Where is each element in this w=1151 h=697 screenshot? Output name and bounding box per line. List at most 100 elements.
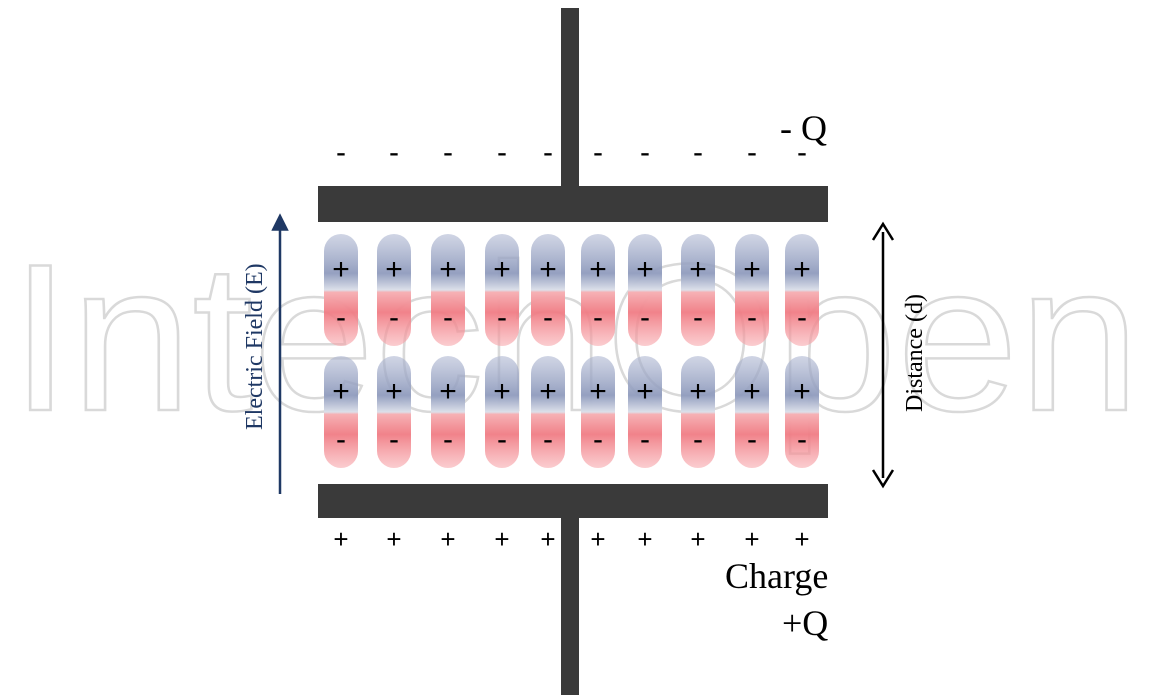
top-plate-charge-sign: - (543, 136, 553, 169)
top-plate-charge-sign: - (747, 136, 757, 169)
dipole-body (735, 234, 769, 346)
dipole: +- (581, 356, 615, 468)
dipole-body (628, 356, 662, 468)
dipole-plus-sign: + (793, 253, 811, 286)
bottom-plate-charge-sign: + (794, 524, 809, 554)
dipole-plus-sign: + (332, 253, 350, 286)
dipole-plus-sign: + (793, 375, 811, 408)
top-plate-charges: ---------- (336, 136, 807, 169)
dipole: +- (485, 356, 519, 468)
dipole-minus-sign: - (693, 301, 703, 334)
dipole-body (324, 356, 358, 468)
dipole: +- (377, 234, 411, 346)
dipole-plus-sign: + (493, 253, 511, 286)
dipole-minus-sign: - (747, 423, 757, 456)
bottom-plate-charge-sign: + (386, 524, 401, 554)
dipole-body (681, 234, 715, 346)
dipole: +- (377, 356, 411, 468)
distance-label: Distance (d) (902, 294, 928, 412)
dipole-minus-sign: - (336, 423, 346, 456)
dipole-body (681, 356, 715, 468)
dipole-plus-sign: + (385, 253, 403, 286)
dipole-plus-sign: + (539, 375, 557, 408)
dipole-body (324, 234, 358, 346)
dipole-body (735, 356, 769, 468)
bottom-charge-label-line2: +Q (782, 603, 828, 643)
dipole-minus-sign: - (593, 423, 603, 456)
dipole-plus-sign: + (636, 375, 654, 408)
dipole: +- (735, 234, 769, 346)
bottom-plate-charge-sign: + (590, 524, 605, 554)
dipole-body (431, 234, 465, 346)
bottom-plate-charge-sign: + (690, 524, 705, 554)
dipole-plus-sign: + (589, 375, 607, 408)
dipole-minus-sign: - (797, 301, 807, 334)
dipole-plus-sign: + (332, 375, 350, 408)
bottom-charge-label-line1: Charge (725, 556, 828, 596)
top-plate-charge-sign: - (640, 136, 650, 169)
dipole-minus-sign: - (593, 301, 603, 334)
dipole-plus-sign: + (636, 253, 654, 286)
dipole: +- (324, 234, 358, 346)
dipole-plus-sign: + (493, 375, 511, 408)
dipole-minus-sign: - (797, 423, 807, 456)
top-plate-charge-sign: - (593, 136, 603, 169)
top-plate-charge-sign: - (443, 136, 453, 169)
distance-arrow-top-head (871, 221, 895, 241)
dipole-minus-sign: - (543, 423, 553, 456)
dipole: +- (531, 234, 565, 346)
dipole-plus-sign: + (743, 375, 761, 408)
dipole-minus-sign: - (497, 423, 507, 456)
dipole-plus-sign: + (385, 375, 403, 408)
dipole-body (431, 356, 465, 468)
dipole-plus-sign: + (689, 253, 707, 286)
dipole-minus-sign: - (640, 423, 650, 456)
dipole: +- (531, 356, 565, 468)
dipole-body (531, 234, 565, 346)
dipole-body (581, 234, 615, 346)
dipole: +- (431, 234, 465, 346)
electric-field-label: Electric Field (E) (242, 263, 268, 430)
dipole: +- (485, 234, 519, 346)
dipole-body (785, 356, 819, 468)
dipole-plus-sign: + (539, 253, 557, 286)
dipole: +- (681, 356, 715, 468)
dipole-body (531, 356, 565, 468)
dipole-minus-sign: - (443, 301, 453, 334)
bottom-plate-charge-sign: + (744, 524, 759, 554)
bottom-plate (318, 484, 828, 518)
bottom-plate-charge-sign: + (440, 524, 455, 554)
dipole-body (485, 234, 519, 346)
dipole-plus-sign: + (689, 375, 707, 408)
bottom-plate-charge-sign: + (494, 524, 509, 554)
dipole: +- (681, 234, 715, 346)
top-plate-charge-sign: - (389, 136, 399, 169)
dipole-minus-sign: - (443, 423, 453, 456)
dipole-minus-sign: - (543, 301, 553, 334)
top-lead-wire (561, 8, 579, 188)
dipole-minus-sign: - (747, 301, 757, 334)
top-plate-charge-sign: - (797, 136, 807, 169)
top-plate-charge-sign: - (497, 136, 507, 169)
bottom-plate-charge-sign: + (540, 524, 555, 554)
dipole-plus-sign: + (439, 375, 457, 408)
watermark-text: IntechOpen (10, 220, 1140, 455)
dipole-minus-sign: - (497, 301, 507, 334)
bottom-plate-charges: + + + + + + + + + + (333, 524, 809, 554)
dipole-body (628, 234, 662, 346)
dipole: +- (785, 356, 819, 468)
dipole-body (377, 234, 411, 346)
top-plate-charge-sign: - (336, 136, 346, 169)
bottom-plate-charge-sign: + (637, 524, 652, 554)
dipole-minus-sign: - (389, 423, 399, 456)
dipole-plus-sign: + (439, 253, 457, 286)
bottom-plate-charge-sign: + (333, 524, 348, 554)
dipole: +- (324, 356, 358, 468)
dipole-body (785, 234, 819, 346)
dipole-plus-sign: + (743, 253, 761, 286)
distance-arrow-bottom-head (871, 469, 895, 489)
dipole-body (581, 356, 615, 468)
dipole-body (377, 356, 411, 468)
dipole-minus-sign: - (693, 423, 703, 456)
